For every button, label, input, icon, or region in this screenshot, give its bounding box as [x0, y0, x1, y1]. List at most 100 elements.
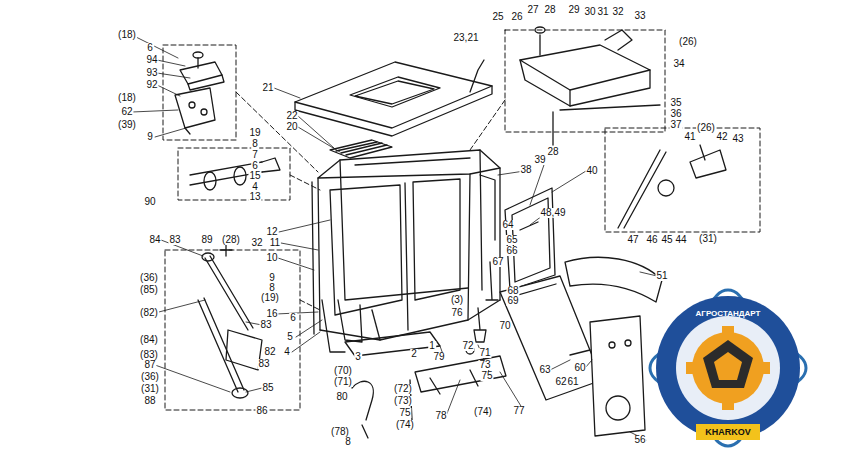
callout-number: (73) [393, 396, 413, 406]
leader-lines [132, 35, 657, 440]
callout-number: (74) [473, 407, 493, 417]
lock-part [190, 158, 280, 190]
callout-number: 6 [289, 313, 297, 323]
callout-number: 23,21 [452, 33, 479, 43]
callout-number: 32 [250, 238, 263, 248]
callout-number: 72 [461, 341, 474, 351]
callout-number: 5 [286, 332, 294, 342]
callout-number: 13 [248, 192, 261, 202]
door-rods [198, 244, 262, 398]
callout-number: 62 [120, 107, 133, 117]
cab-frame [312, 150, 500, 352]
callout-number: 82 [263, 347, 276, 357]
callout-number: (18) [117, 93, 137, 103]
logo-text: KHARKOV [704, 428, 752, 437]
callout-number: 26 [510, 12, 523, 22]
callout-number: 56 [633, 435, 646, 445]
callout-number: 34 [672, 59, 685, 69]
callout-number: 77 [512, 406, 525, 416]
callout-number: 9 [268, 273, 276, 283]
callout-number: (26) [678, 37, 698, 47]
callout-number: 30 [583, 7, 596, 17]
callout-number: 22 [285, 111, 298, 121]
callout-number: 65 [505, 235, 518, 245]
callout-number: 73 [478, 360, 491, 370]
callout-number: 15 [248, 171, 261, 181]
callout-number: 19 [248, 128, 261, 138]
mount-bracket [570, 316, 645, 436]
callout-number: 40 [585, 166, 598, 176]
callout-number: 90 [143, 197, 156, 207]
callout-number: 83 [257, 359, 270, 369]
callout-number: 2 [410, 349, 418, 359]
callout-number: 28 [543, 5, 556, 15]
callout-number: (31) [698, 234, 718, 244]
callout-number: 6 [251, 161, 259, 171]
callout-number: 92 [145, 80, 158, 90]
callout-number: 16 [265, 309, 278, 319]
callout-number: 75 [480, 371, 493, 381]
logo-emblem [650, 290, 806, 446]
callout-number: 11 [269, 238, 281, 248]
callout-number: (78) [330, 427, 350, 437]
callout-number: 9 [146, 132, 154, 142]
callout-number: 60 [573, 363, 586, 373]
callout-number: 66 [505, 246, 518, 256]
callout-number: 68 [506, 286, 519, 296]
callout-number: (71) [333, 377, 353, 387]
callout-number: 37 [669, 120, 682, 130]
callout-number: 67 [491, 257, 504, 267]
callout-number: 51 [655, 271, 668, 281]
callout-number: 75 [398, 408, 411, 418]
callout-number: (36) [139, 273, 159, 283]
callout-number: (70) [333, 366, 353, 376]
callout-number: 8 [344, 437, 352, 447]
hinge-part [175, 52, 224, 134]
rear-window [505, 188, 555, 290]
callout-number: (84) [139, 335, 159, 345]
callout-number: 93 [145, 68, 158, 78]
callout-number: 4 [251, 182, 259, 192]
callout-number: 47 [626, 235, 639, 245]
callout-number: 70 [498, 321, 511, 331]
grille [330, 140, 392, 158]
callout-number: 25 [491, 12, 504, 22]
callout-number: 3 [354, 352, 362, 362]
callout-number: 64 [501, 220, 514, 230]
callout-number: 32 [611, 7, 624, 17]
callout-number: 62 [554, 377, 567, 387]
callout-number: 7 [251, 150, 259, 160]
callout-number: (39) [117, 120, 137, 130]
callout-number: 29 [567, 5, 580, 15]
callout-number: 80 [335, 392, 348, 402]
callout-number: (82) [139, 308, 159, 318]
callout-number: 69 [506, 296, 519, 306]
callout-number: (85) [139, 285, 159, 295]
callout-number: (36) [140, 372, 160, 382]
callout-number: 83 [259, 320, 272, 330]
callout-number: 84 [148, 235, 161, 245]
roof [295, 60, 492, 136]
callout-number: 12 [265, 227, 278, 237]
callout-number: 76 [450, 308, 463, 318]
callout-number: 41 [683, 132, 696, 142]
callout-number: 86 [255, 406, 268, 416]
callout-number: 38 [519, 165, 532, 175]
callout-number: 28 [546, 147, 559, 157]
cover-box [520, 27, 660, 145]
callout-number: 39 [533, 155, 546, 165]
callout-number: 48,49 [539, 208, 566, 218]
callout-number: (18) [117, 30, 137, 40]
callout-number: (19) [260, 293, 280, 303]
callout-number: 83 [168, 235, 181, 245]
callout-number: 20 [285, 122, 298, 132]
callout-number: 63 [538, 365, 551, 375]
callout-number: 33 [633, 11, 646, 21]
callout-number: (28) [221, 235, 241, 245]
callout-number: 1 [428, 341, 436, 351]
callout-number: (72) [393, 384, 413, 394]
callout-number: 31 [596, 7, 609, 17]
